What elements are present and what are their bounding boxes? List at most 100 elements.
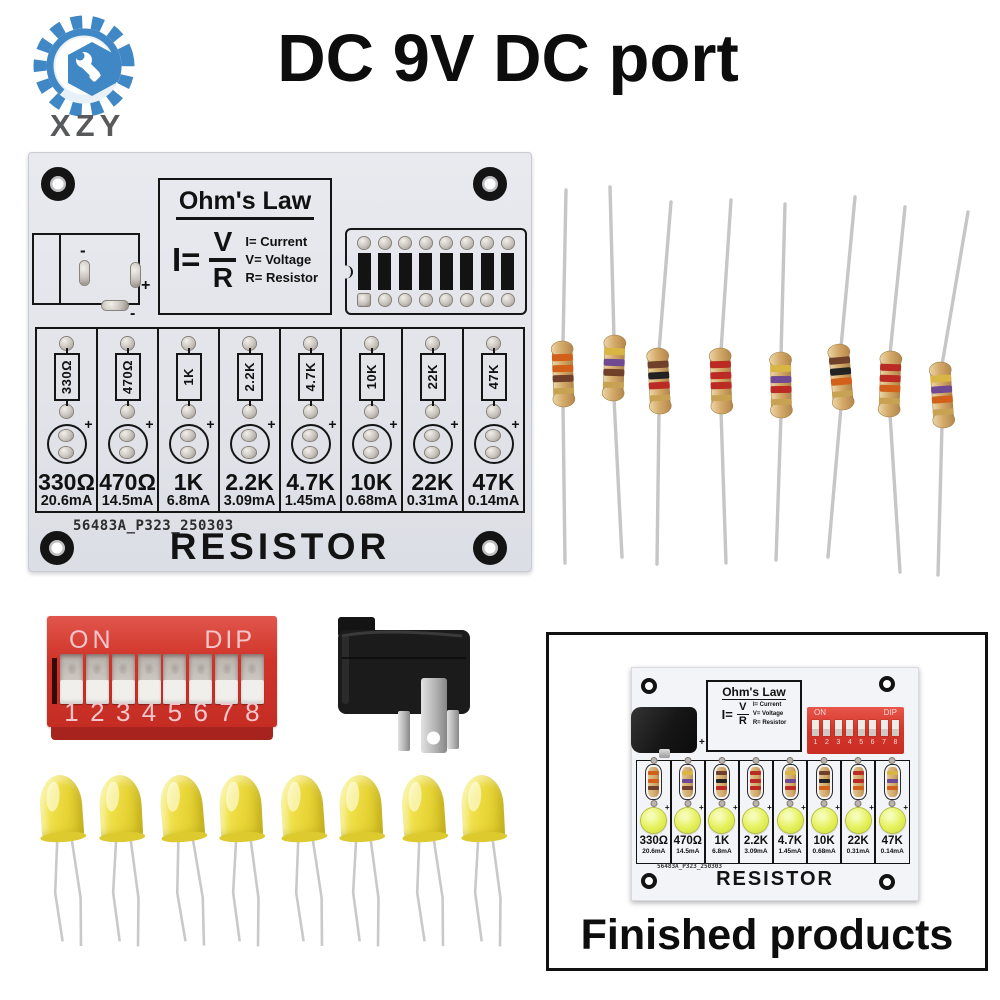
led-head [338, 774, 384, 841]
dip-on-label: ON [814, 708, 826, 717]
channel-value: 470Ω [673, 835, 703, 847]
solder-pad [102, 301, 128, 310]
plus-label: + [699, 737, 705, 748]
led-component [400, 773, 458, 956]
solder-pad [304, 405, 317, 418]
solder-pad [426, 405, 439, 418]
definition-current: I= Current [752, 702, 782, 708]
formula-definitions: I= Current V= Voltage R= Resistor [245, 233, 318, 286]
led-leads [175, 836, 206, 946]
solder-pad [242, 430, 256, 441]
polarity-plus: + [267, 416, 276, 432]
inset-caption: Finished products [580, 911, 954, 959]
dip-footprint-column [357, 237, 371, 306]
led-footprint: + [229, 416, 276, 464]
resistor-silkscreen: 22K [419, 353, 446, 401]
solder-pad [243, 337, 256, 350]
solder-pad [303, 430, 317, 441]
formula-fraction: V R [209, 228, 237, 292]
resistor-silkscreen: 470Ω [114, 353, 141, 401]
resistor-silkscreen-label: 2.2K [242, 362, 257, 392]
switch-silkscreen [460, 253, 474, 290]
polarity-plus: + [450, 416, 459, 432]
resistor-silkscreen: 47K [480, 353, 507, 401]
ohms-law-box: Ohm's Law I= V R I= Current V= Voltage R… [706, 680, 802, 752]
channel-current: 0.14mA [880, 847, 904, 855]
dip-number: 3 [836, 739, 841, 746]
page-title: DC 9V DC port [277, 21, 739, 96]
solder-pad [487, 337, 500, 350]
switch-silkscreen [439, 253, 453, 290]
channel-current: 14.5mA [676, 847, 700, 855]
mounting-hole [473, 531, 507, 565]
polarity-plus: + [664, 803, 670, 812]
dip-slider [823, 720, 831, 736]
dip-sliders [60, 654, 264, 704]
led-component [743, 808, 769, 833]
channel-current: 3.09mA [223, 493, 276, 510]
led-component [845, 808, 871, 833]
channel-value: 47K [881, 835, 903, 847]
switch-silkscreen [378, 253, 392, 290]
led-head [279, 773, 326, 841]
switch-silkscreen [398, 253, 412, 290]
channel-value: 47K [472, 469, 515, 495]
solder-pad [419, 294, 432, 306]
led-footprint: + [107, 416, 154, 464]
board-label: RESISTOR [169, 526, 391, 567]
resistor-component [550, 340, 576, 408]
channel-value: 470Ω [99, 469, 156, 495]
dc-jack-component [631, 707, 697, 758]
formula-i: I= [171, 240, 201, 278]
solder-pad [242, 447, 256, 458]
solder-pad [460, 237, 473, 249]
resistor-component [877, 350, 903, 418]
brand-logo [33, 15, 135, 117]
solder-pad [181, 430, 195, 441]
led-component [709, 808, 735, 833]
polarity-plus: + [903, 803, 908, 812]
dip-slider [215, 654, 239, 704]
led-component [38, 773, 96, 956]
resistor-silkscreen: 10K [358, 353, 385, 401]
finished-products-inset: + Ohm's Law I= V R I= Current V= Voltage… [546, 632, 988, 971]
polarity-plus: + [84, 416, 93, 432]
dip-slider [846, 720, 854, 736]
resistor-component [679, 764, 697, 800]
led-footprint: + [412, 416, 459, 464]
solder-pad [378, 294, 391, 306]
resistor-component [883, 764, 901, 800]
channel-value: 10K [813, 835, 835, 847]
mounting-hole [641, 678, 657, 694]
board-label: RESISTOR [716, 868, 834, 890]
dip-slider [60, 654, 83, 704]
led-component [641, 808, 667, 833]
minus-label: - [130, 305, 136, 322]
channel-current: 20.6mA [642, 847, 666, 855]
solder-pad [120, 430, 134, 441]
resistor-silkscreen: 2.2K [236, 353, 263, 401]
dip-number: 7 [219, 697, 234, 727]
resistor-silkscreen: 330Ω [53, 353, 80, 401]
dip-footprint-column [398, 237, 412, 306]
ohms-law-heading: Ohm's Law [722, 685, 786, 700]
silkscreen-line [59, 235, 61, 303]
dip-slider [240, 654, 264, 704]
dip-number: 2 [90, 697, 105, 727]
channel-current: 0.31mA [846, 847, 870, 855]
brand-name: XZY [50, 108, 126, 143]
ohms-law-box: Ohm's Law I= V R I= Current V= Voltage R… [158, 178, 332, 315]
led-footprint: + [46, 416, 93, 464]
solder-pad [481, 237, 494, 249]
solder-pad [60, 405, 73, 418]
minus-label: - [80, 241, 86, 260]
polarity-plus: + [698, 803, 704, 812]
